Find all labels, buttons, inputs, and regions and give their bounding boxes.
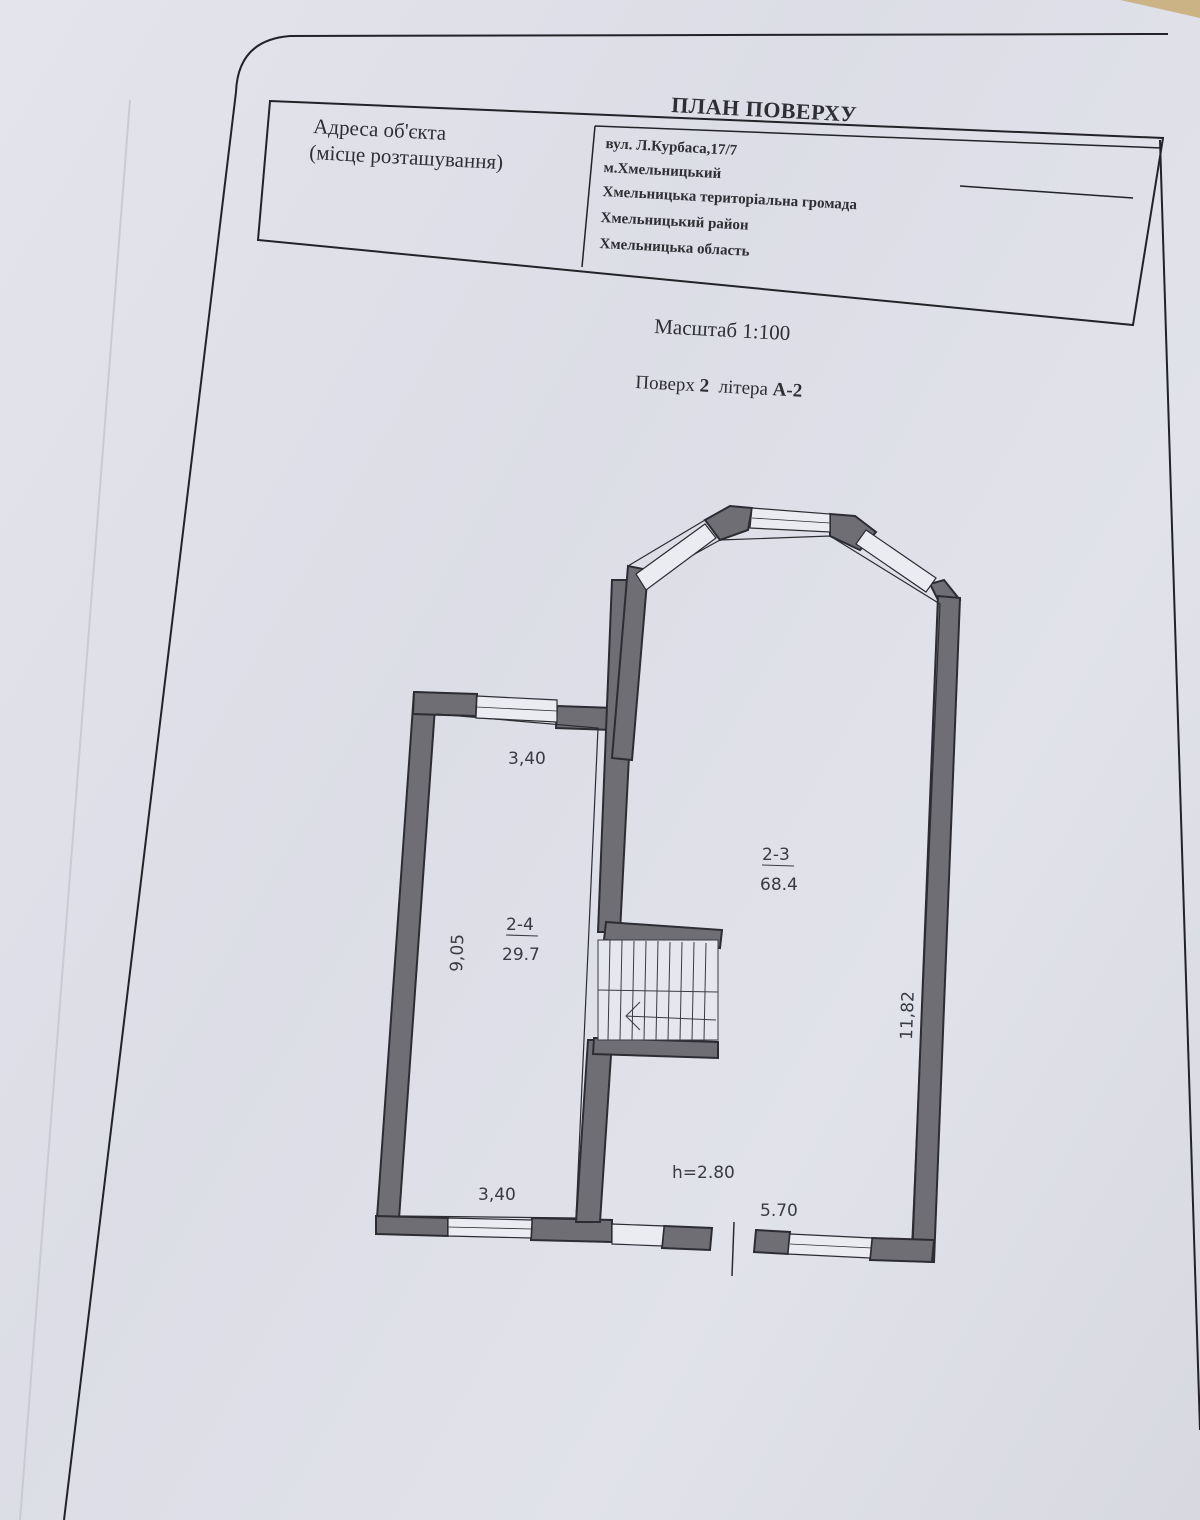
window-bay-top (749, 507, 831, 533)
dimension-left-top-width: 3,40 (508, 749, 546, 769)
wall-partition-lower (574, 1039, 614, 1223)
wall-left-bottom-segment (375, 1214, 449, 1238)
bay-connector-left (627, 519, 706, 567)
room-2-3-area: 68.4 (760, 875, 798, 895)
wall-bottom-segment-a (660, 1224, 714, 1252)
outer-frame-right-edge (1159, 139, 1200, 1431)
header-table-title-row-divider (594, 125, 1163, 149)
entrance-marker (731, 1221, 735, 1277)
dimension-right-bottom-width: 5.70 (760, 1201, 798, 1221)
window-bottom-middle (611, 1223, 665, 1247)
dimension-left-height: 9,05 (447, 934, 468, 973)
room-2-4-area: 29.7 (502, 945, 540, 965)
staircase (597, 939, 719, 1041)
wall-bay-left (610, 564, 650, 762)
wall-left-outer (374, 690, 438, 1235)
wall-bay-corner-left (703, 504, 754, 542)
outer-frame-left-edge (63, 91, 237, 1520)
window-bay-right (855, 529, 937, 593)
dimension-right-height: 11,82 (897, 991, 919, 1040)
outer-frame-border (235, 33, 1169, 93)
wall-stair-bottom (591, 1036, 719, 1060)
ceiling-height-label: h=2.80 (672, 1163, 735, 1183)
wall-bottom-segment-c (868, 1236, 936, 1264)
binding-crease (19, 99, 131, 1520)
room-2-3-id: 2-3 (762, 845, 790, 865)
room-2-4-id: 2-4 (506, 915, 534, 935)
wall-bottom-segment-b (752, 1228, 792, 1256)
header-table-column-divider (581, 125, 596, 268)
dimension-left-bottom-width: 3,40 (478, 1185, 516, 1205)
header-table-inner-line (959, 185, 1134, 199)
wall-left-top-segment (411, 690, 479, 718)
header-table-border (256, 99, 1165, 327)
room-2-4-inner-outline (397, 713, 599, 1219)
window-bay-left (635, 523, 717, 591)
